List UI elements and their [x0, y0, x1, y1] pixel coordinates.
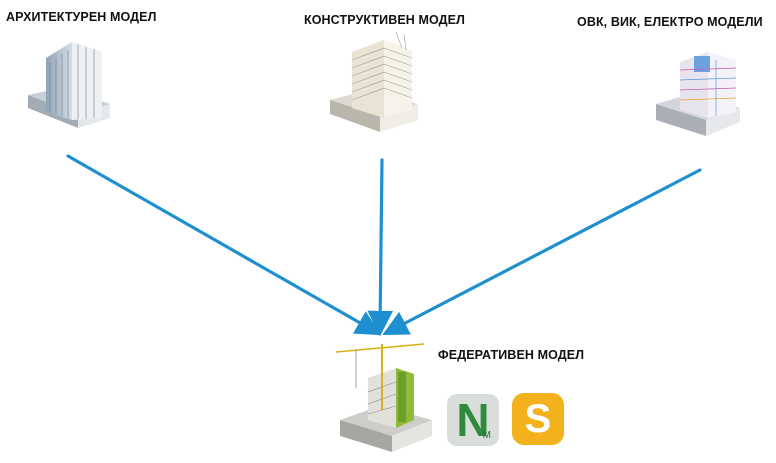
- navisworks-letter: N: [456, 394, 490, 446]
- structural-model-label: КОНСТРУКТИВЕН МОДЕЛ: [304, 13, 465, 27]
- navisworks-sub-letter: M: [482, 430, 491, 441]
- arrow-from-architectural: [66, 154, 382, 336]
- navisworks-app-icon: N M: [447, 394, 499, 446]
- mep-models-label: ОВК, ВИК, ЕЛЕКТРО МОДЕЛИ: [577, 15, 763, 29]
- synchro-app-icon: S: [512, 393, 564, 445]
- structural-building: [330, 31, 418, 132]
- architectural-model-label: АРХИТЕКТУРЕН МОДЕЛ: [6, 10, 157, 24]
- federated-model-label: ФЕДЕРАТИВЕН МОДЕЛ: [438, 348, 585, 362]
- federated-building: [335, 343, 432, 452]
- architectural-building: [28, 42, 110, 128]
- crane-jib: [335, 343, 425, 353]
- mep-building: [656, 52, 740, 136]
- arrows: [66, 154, 702, 337]
- arrow-from-mep: [382, 168, 702, 335]
- arrow-from-structural: [367, 158, 394, 337]
- synchro-letter: S: [524, 397, 552, 441]
